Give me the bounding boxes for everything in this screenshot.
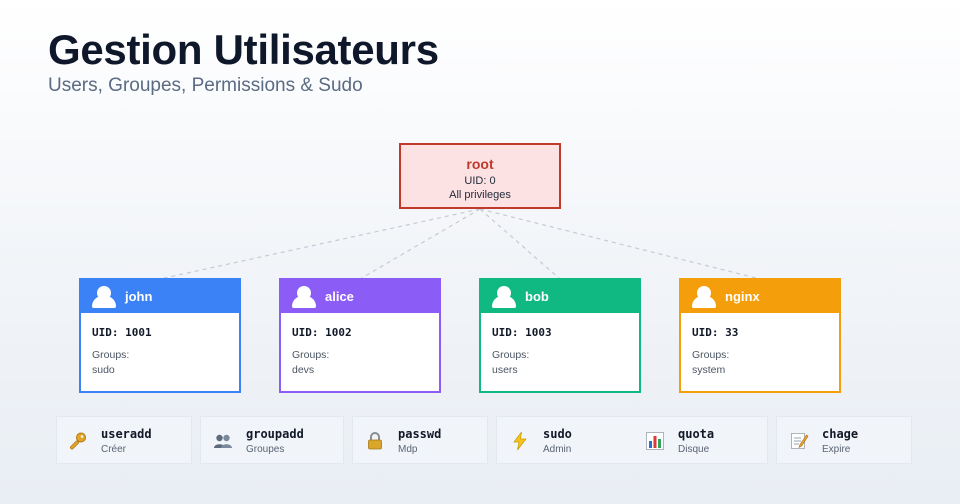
command-chage: chage Expire (776, 416, 912, 464)
user-groups-label: Groups: (92, 349, 130, 361)
command-name: sudo (543, 427, 572, 441)
user-card-header: bob (481, 280, 639, 313)
connector-bob (479, 208, 561, 280)
user-name: john (125, 289, 153, 304)
command-name: useradd (101, 427, 152, 441)
command-name: passwd (398, 427, 442, 441)
bar-chart-icon (646, 432, 664, 450)
user-name: nginx (725, 289, 760, 304)
command-name: chage (822, 427, 859, 441)
user-card-john: john UID: 1001 Groups: sudo (79, 278, 241, 393)
user-card-header: john (81, 280, 239, 313)
connector-alice (359, 208, 481, 280)
command-desc: Mdp (398, 444, 418, 455)
group-icon (214, 434, 232, 448)
root-name: root (466, 156, 494, 172)
user-uid: UID: 33 (692, 326, 739, 339)
root-uid: UID: 0 (464, 175, 496, 187)
command-quota: quota Disque (645, 417, 714, 465)
user-uid: UID: 1003 (492, 326, 552, 339)
page-subtitle: Users, Groupes, Permissions & Sudo (48, 75, 363, 96)
command-desc: Créer (101, 444, 127, 455)
user-groups-value: devs (292, 364, 315, 376)
user-name: bob (525, 289, 549, 304)
root-node: root UID: 0 All privileges (399, 143, 561, 209)
connector-john (159, 208, 481, 280)
page-title: Gestion Utilisateurs (48, 26, 439, 73)
command-useradd: useradd Créer (56, 416, 192, 464)
connector-nginx (479, 208, 761, 280)
root-privileges: All privileges (449, 189, 511, 201)
user-groups-value: users (492, 364, 518, 376)
user-avatar-icon (692, 285, 716, 308)
user-card-header: nginx (681, 280, 839, 313)
user-card-nginx: nginx UID: 33 Groups: system (679, 278, 841, 393)
command-groupadd: groupadd Groupes (200, 416, 344, 464)
lock-icon (368, 432, 382, 450)
user-groups-label: Groups: (292, 349, 330, 361)
user-card-header: alice (281, 280, 439, 313)
command-desc: Disque (678, 444, 710, 455)
user-avatar-icon (292, 285, 316, 308)
command-group-sudo-quota: sudo Admin quota Disque (496, 416, 768, 464)
command-name: quota (678, 427, 715, 441)
key-icon (69, 432, 86, 450)
lightning-icon (513, 431, 527, 451)
user-groups-label: Groups: (692, 349, 730, 361)
user-groups-label: Groups: (492, 349, 530, 361)
user-card-bob: bob UID: 1003 Groups: users (479, 278, 641, 393)
user-card-alice: alice UID: 1002 Groups: devs (279, 278, 441, 393)
user-avatar-icon (92, 285, 116, 308)
user-uid: UID: 1002 (292, 326, 352, 339)
command-sudo: sudo Admin (510, 417, 572, 465)
command-desc: Expire (822, 444, 851, 455)
user-groups-value: system (692, 364, 726, 376)
command-passwd: passwd Mdp (352, 416, 488, 464)
user-avatar-icon (492, 285, 516, 308)
user-name: alice (325, 289, 354, 304)
memo-icon (791, 433, 809, 449)
user-groups-value: sudo (92, 364, 115, 376)
command-desc: Admin (543, 444, 572, 455)
command-name: groupadd (246, 427, 304, 441)
command-desc: Groupes (246, 444, 285, 455)
user-uid: UID: 1001 (92, 326, 152, 339)
